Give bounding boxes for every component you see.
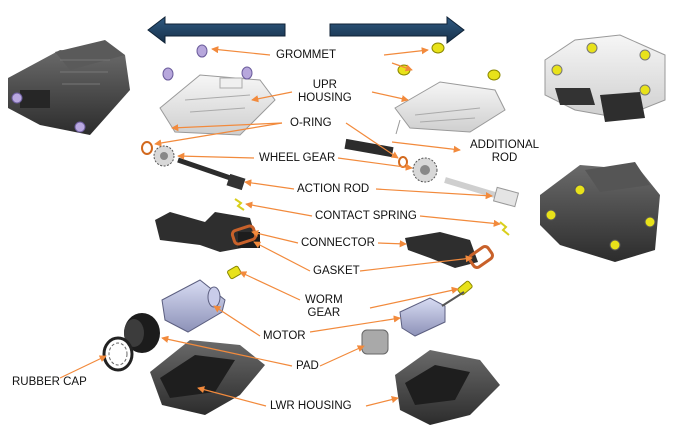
- worm-gear-left: [227, 265, 242, 280]
- pad-right: [361, 329, 389, 355]
- contact-spring-right: [499, 221, 510, 236]
- assembled-actuator-left: [8, 40, 130, 135]
- label-upr-housing-line1: UPR: [312, 79, 337, 91]
- additional-rod-part: [344, 138, 394, 158]
- lwr-housing-left: [150, 340, 265, 415]
- connector-right: [405, 232, 478, 268]
- label-grommet: GROMMET: [276, 49, 337, 61]
- label-worm-gear: WORM GEAR: [305, 294, 343, 320]
- label-gasket: GASKET: [313, 265, 360, 277]
- action-rod-right: [444, 177, 520, 208]
- label-action-rod: ACTION ROD: [297, 183, 370, 195]
- label-worm-gear-line1: WORM: [305, 294, 343, 306]
- label-additional-rod-line2: ROD: [491, 152, 518, 164]
- gasket-right: [468, 245, 494, 269]
- leader-lines: [59, 46, 501, 407]
- label-worm-gear-line2: GEAR: [307, 307, 341, 319]
- upr-housing-right: [394, 81, 506, 135]
- connector-left: [155, 212, 260, 252]
- label-additional-rod-line1: ADDITIONAL: [470, 139, 540, 151]
- wheel-gear-left: [153, 145, 175, 167]
- motor-left: [161, 279, 226, 333]
- rubber-cap-part: [102, 336, 134, 372]
- label-o-ring: O-RING: [290, 117, 332, 129]
- label-contact-spring: CONTACT SPRING: [315, 210, 417, 222]
- left-arrow-band-icon: [147, 15, 286, 45]
- grommet-lavender-parts: [162, 44, 253, 81]
- upr-housing-left: [159, 74, 276, 136]
- label-lwr-housing: LWR HOUSING: [270, 400, 352, 412]
- worm-gear-right: [457, 280, 473, 296]
- contact-spring-left: [234, 198, 245, 211]
- lwr-housing-right: [395, 350, 500, 425]
- assembled-actuator-right-top: [544, 34, 666, 122]
- o-ring-right: [398, 156, 408, 168]
- right-arrow-band-icon: [329, 15, 465, 45]
- grommet-yellow-parts: [397, 42, 501, 81]
- label-additional-rod: ADDITIONAL ROD: [470, 139, 539, 165]
- label-motor: MOTOR: [263, 330, 306, 342]
- label-upr-housing: UPR HOUSING: [298, 79, 352, 105]
- pad-left: [124, 313, 160, 353]
- assembled-actuator-right-bottom: [540, 162, 660, 262]
- motor-right: [399, 291, 465, 337]
- wheel-gear-right: [412, 157, 438, 183]
- label-connector: CONNECTOR: [301, 237, 375, 249]
- label-pad: PAD: [296, 360, 319, 372]
- o-ring-left: [141, 141, 153, 155]
- label-rubber-cap: RUBBER CAP: [12, 376, 87, 388]
- action-rod-left: [177, 157, 246, 191]
- label-upr-housing-line2: HOUSING: [298, 92, 352, 104]
- label-wheel-gear: WHEEL GEAR: [259, 152, 336, 164]
